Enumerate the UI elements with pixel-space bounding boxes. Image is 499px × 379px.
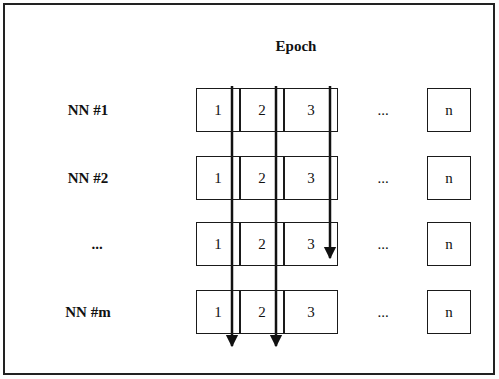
epoch-cell: 2 [240,88,284,132]
row-label: ... [91,236,102,253]
ellipsis: ... [377,304,388,321]
cell-number: 2 [258,170,266,187]
cell-number: 2 [258,304,266,321]
cell-number: 3 [307,304,315,321]
epoch-cell: n [427,290,471,334]
row-label: NN #1 [68,102,108,119]
outer-frame [4,4,494,374]
cell-number: n [445,236,453,253]
epoch-arrow [329,86,332,258]
epoch-cell: 1 [196,290,240,334]
ellipsis: ... [377,170,388,187]
epoch-cell: 3 [284,88,338,132]
axis-title: Epoch [276,38,317,55]
cell-number: 2 [258,236,266,253]
epoch-cell: 1 [196,222,240,266]
cell-number: 2 [258,102,266,119]
cell-number: 1 [214,304,222,321]
epoch-cell: 1 [196,88,240,132]
epoch-cell: 3 [284,222,338,266]
cell-number: n [445,304,453,321]
epoch-cell: 2 [240,290,284,334]
cell-number: 1 [214,170,222,187]
ellipsis: ... [377,102,388,119]
cell-number: 1 [214,236,222,253]
epoch-cell: 1 [196,156,240,200]
cell-number: n [445,170,453,187]
cell-number: n [445,102,453,119]
epoch-arrow [275,86,278,346]
epoch-cell: 3 [284,290,338,334]
epoch-cell: n [427,88,471,132]
cell-number: 3 [307,102,315,119]
cell-number: 3 [307,236,315,253]
row-label: NN #2 [68,170,108,187]
epoch-cell: 2 [240,222,284,266]
epoch-cell: n [427,222,471,266]
cell-number: 3 [307,170,315,187]
epoch-cell: 2 [240,156,284,200]
epoch-cell: 3 [284,156,338,200]
epoch-arrow [231,86,234,346]
epoch-cell: n [427,156,471,200]
row-label: NN #m [65,304,110,321]
cell-number: 1 [214,102,222,119]
ellipsis: ... [377,236,388,253]
